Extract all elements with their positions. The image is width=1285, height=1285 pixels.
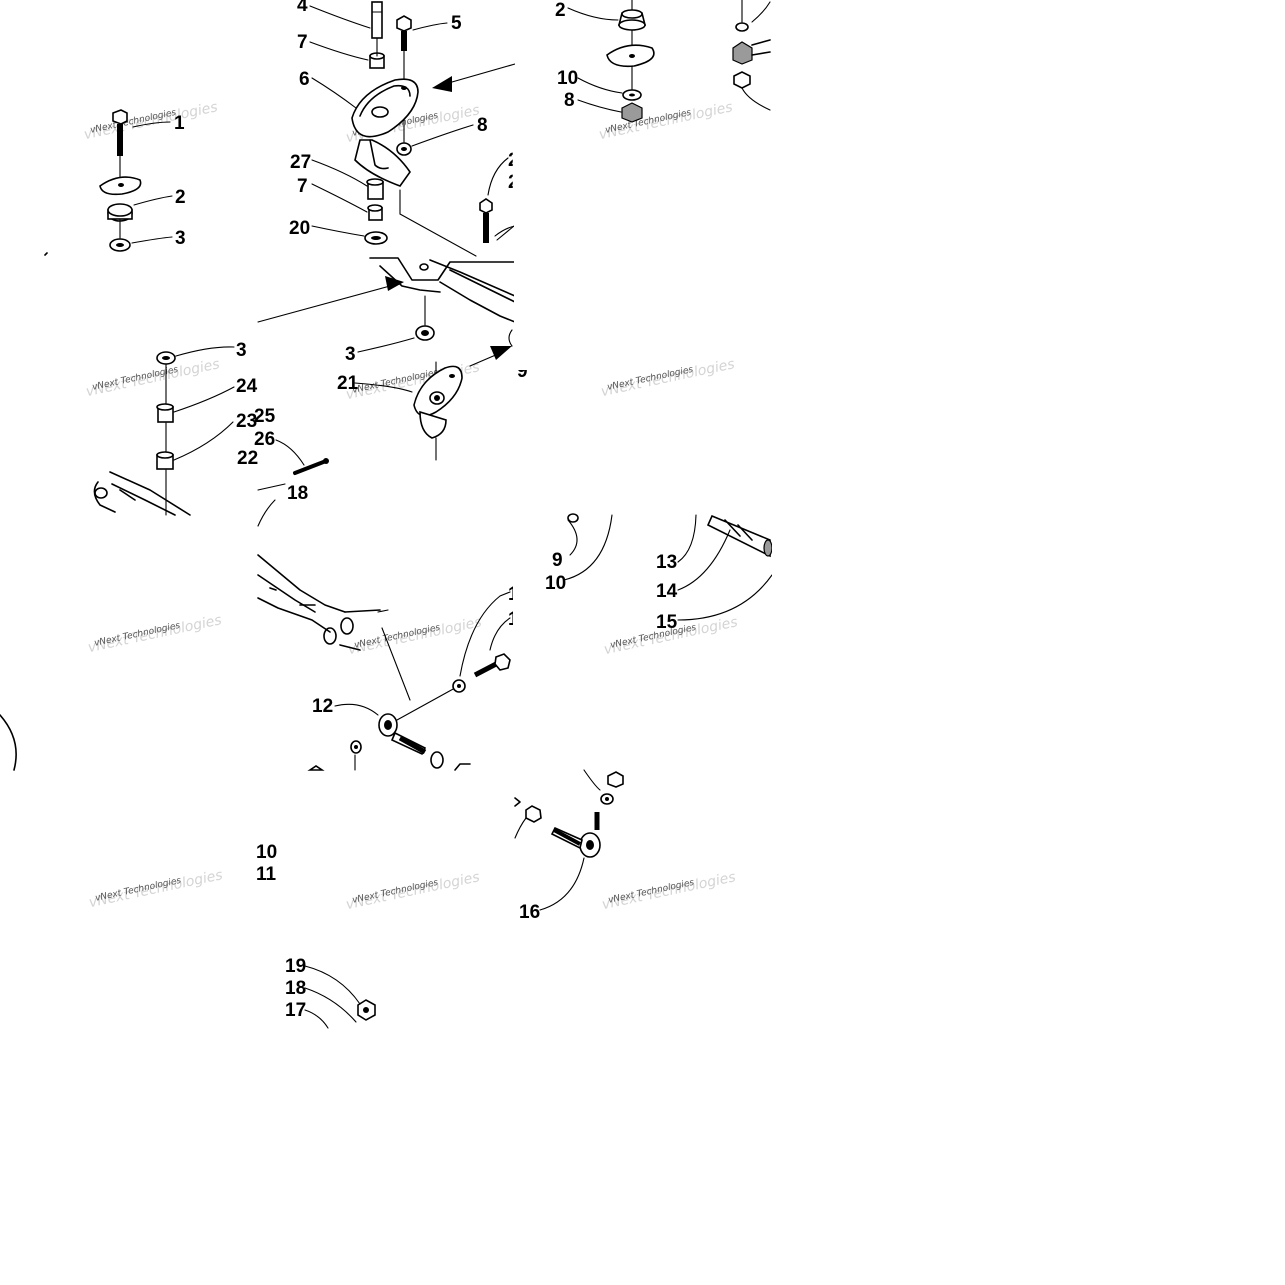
callout-label: 3 [175,228,186,249]
callout-label: 16 [519,902,540,923]
washer-plate-icon [606,44,655,68]
callout-label: 9 [552,550,563,571]
watermark: vNext Technologies vNext Technologies [601,869,738,913]
callout-label: 7 [297,32,308,53]
callout-label: 26 [254,429,275,450]
callout-label: 15 [656,612,678,633]
callout-label: 25 [254,406,276,427]
watermark-layer: vNext Technologies vNext Technologies vN… [83,99,740,913]
callout-label: 17 [285,1000,306,1021]
tile-lower-right [514,769,624,911]
washer-icon [622,89,642,101]
frame-rail-icon [369,189,516,323]
tie-rod-end-icon [378,713,427,756]
callout-label: 5 [451,13,462,34]
callout-label: 18 [287,483,308,504]
tile-middle-left [93,346,235,516]
callout-label: 24 [236,376,258,397]
bolt-icon [112,109,128,186]
nut-icon [357,999,376,1021]
grommet-icon [617,9,647,31]
callout-label: 10 [256,842,277,863]
bushing-icon [367,204,383,221]
mount-plate-icon [351,78,419,187]
bolt-icon [479,198,493,243]
callout-label: 20 [289,218,310,239]
callout-label: 19 [285,956,306,977]
grommet-icon [107,203,133,222]
tile-top-left [44,109,173,256]
callout-label: 21 [337,373,359,394]
callout-label: 7 [297,176,308,197]
tile-center [257,295,513,527]
pointer-arrow-icon [257,276,404,323]
watermark: vNext Technologies vNext Technologies [598,99,735,143]
spacer-icon [156,451,174,470]
callout-label: 6 [299,69,310,90]
callout-label: 2 [175,187,186,208]
callout-label: 11 [256,864,277,885]
washer-icon [452,679,466,693]
callout-label: 27 [290,152,311,173]
tile-top-middle [257,1,516,323]
watermark: vNext Technologies vNext Technologies [87,612,224,656]
callout-label: 4 [297,0,308,16]
nut-icon [621,102,643,123]
callout-label: 14 [656,581,678,602]
callout-label: 10 [545,573,566,594]
steering-rod-icon [706,514,773,558]
tile-right-middle [563,513,773,621]
callout-label: 8 [477,115,488,136]
washer-plate-icon [99,176,142,196]
callout-label: 23 [236,411,257,432]
callout-label: 8 [564,90,575,111]
callout-label: 13 [656,552,677,573]
nut-icon [396,142,412,156]
watermark: vNext Technologies vNext Technologies [345,869,482,913]
mount-plate-icon [413,365,463,439]
washer-icon [364,231,388,245]
tile-tie-rod [0,554,511,771]
washer-icon [350,740,362,754]
watermark: vNext Technologies vNext Technologies [347,614,484,658]
nut-icon [607,771,624,788]
spacer-icon [366,178,384,200]
callout-label: 9 [517,361,528,382]
watermark: vNext Technologies vNext Technologies [85,356,222,400]
cut-part-icon [732,0,771,111]
callout-label: 10 [557,68,578,89]
pin-icon [293,458,329,475]
tile-bottom [304,965,376,1029]
tile-top-right [567,0,771,123]
control-arm-icon [257,554,411,701]
pin-icon [371,1,383,39]
washer-icon [156,351,176,365]
jam-nut-icon [430,751,444,769]
washer-icon [600,793,614,805]
watermark: vNext Technologies vNext Technologies [88,867,225,911]
pointer-arrow-icon [469,346,512,367]
jam-nut-icon [525,805,542,823]
callout-label: 22 [237,448,258,469]
callout-label: 3 [345,344,356,365]
callout-labels: 4 5 7 6 8 27 7 20 1 2 3 2 10 8 3 24 23 2… [174,0,678,1021]
spacer-icon [156,403,174,423]
bolt-icon [473,653,511,678]
callout-label: 1 [174,113,185,134]
washer-icon [415,325,435,341]
tie-rod-end-icon [550,812,601,858]
callout-label: 12 [312,696,333,717]
callout-label: 2 [555,0,566,21]
callout-label: 18 [285,978,306,999]
watermark: vNext Technologies vNext Technologies [83,99,220,143]
pointer-arrow-icon [432,63,516,92]
control-arm-icon [93,471,191,516]
small-nut-icon [567,513,579,523]
callout-label: 3 [236,340,247,361]
lock-washer-icon [109,238,131,252]
watermark: vNext Technologies vNext Technologies [600,356,737,400]
